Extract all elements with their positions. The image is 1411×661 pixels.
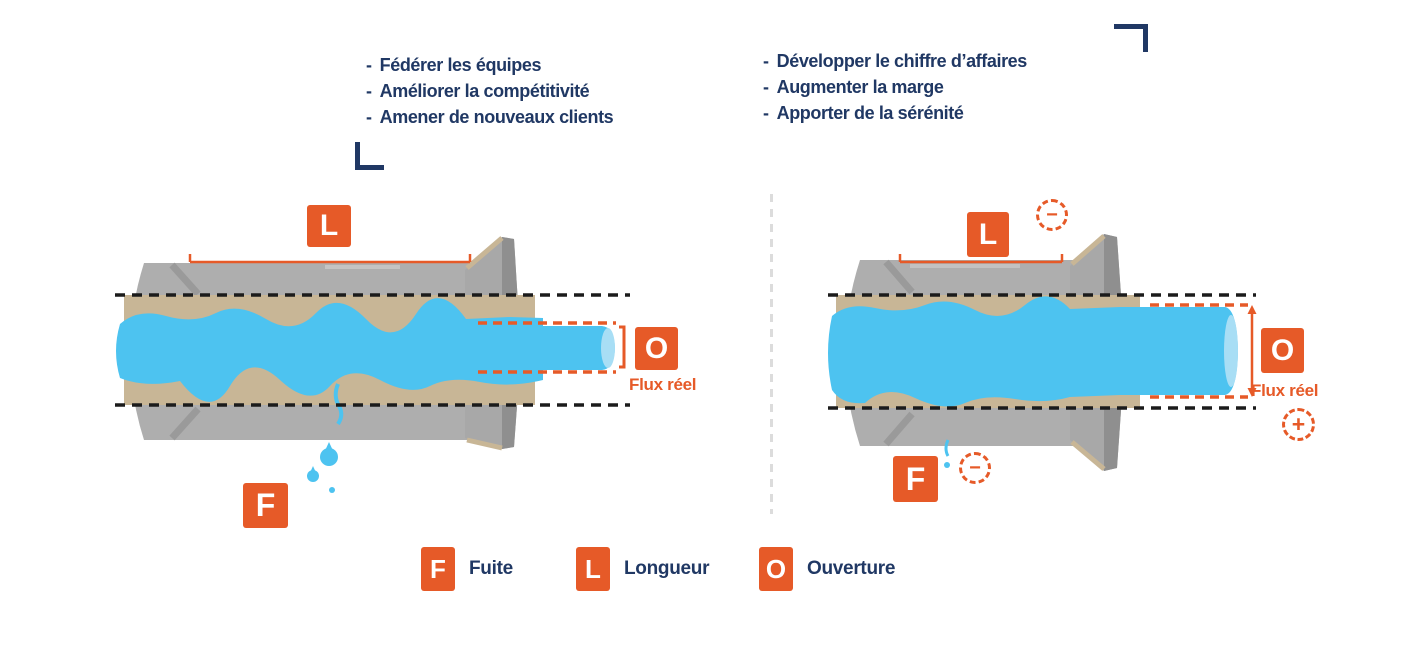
leak-drop xyxy=(320,448,338,466)
leak-drop xyxy=(307,470,319,482)
leak-badge-left: F xyxy=(243,483,288,528)
goal-item: - Fédérer les équipes xyxy=(366,52,613,78)
flux-reel-label-right: Flux réel xyxy=(1251,381,1319,400)
legend-label: Fuite xyxy=(469,558,513,579)
opening-bracket xyxy=(619,325,626,369)
stream-tip xyxy=(1224,315,1238,387)
legend-label: Longueur xyxy=(624,558,710,579)
water-flow xyxy=(828,296,1238,407)
goal-text: Fédérer les équipes xyxy=(379,55,542,75)
goal-item: - Développer le chiffre d’affaires xyxy=(763,48,1027,74)
pipe-collar-bevel xyxy=(883,259,915,295)
bullet-dash: - xyxy=(763,77,769,97)
goal-text: Augmenter la marge xyxy=(776,77,944,97)
bell-edge xyxy=(466,437,503,451)
legend-item-longueur: L Longueur xyxy=(576,547,710,591)
vertical-dashed-divider xyxy=(770,194,773,514)
bullet-dash: - xyxy=(763,51,769,71)
water-flow xyxy=(116,298,615,402)
pipe-collar-bevel xyxy=(169,406,201,441)
opening-badge: O xyxy=(759,547,793,591)
corner-bracket-top-right xyxy=(1114,24,1148,52)
leak-drop xyxy=(944,462,950,468)
flux-reel-label-left: Flux réel xyxy=(629,375,697,394)
minus-icon: − xyxy=(1036,199,1068,231)
minus-icon: − xyxy=(959,452,991,484)
bullet-dash: - xyxy=(366,81,372,101)
leak-drop xyxy=(329,487,335,493)
stream-tip xyxy=(601,328,615,368)
legend-label: Ouverture xyxy=(807,558,896,579)
plus-icon: + xyxy=(1282,408,1315,441)
opening-badge-right: O xyxy=(1261,328,1304,373)
arrowhead-up xyxy=(1247,305,1257,314)
goal-item: - Augmenter la marge xyxy=(763,74,1027,100)
pipe-seam xyxy=(325,265,400,269)
goals-list-left: - Fédérer les équipes - Améliorer la com… xyxy=(366,52,614,130)
goal-text: Développer le chiffre d’affaires xyxy=(776,51,1028,71)
corner-bracket-bottom-left xyxy=(355,142,384,170)
goals-list-right: - Développer le chiffre d’affaires - Aug… xyxy=(763,48,1027,126)
arrowhead-down xyxy=(1247,388,1257,397)
leak-badge: F xyxy=(421,547,455,591)
goal-item: - Apporter de la sérénité xyxy=(763,100,1027,126)
bell-edge xyxy=(1070,440,1106,471)
goal-text: Améliorer la compétitivité xyxy=(379,81,590,101)
pipe-collar-bevel xyxy=(169,262,201,297)
goal-text: Amener de nouveaux clients xyxy=(379,107,614,127)
goal-item: - Amener de nouveaux clients xyxy=(366,104,614,130)
length-badge-left: L xyxy=(307,205,351,247)
opening-badge-left: O xyxy=(635,327,678,370)
pipe-diagram-right xyxy=(828,234,1257,471)
bell-edge xyxy=(465,236,504,270)
pipe-diagram-left xyxy=(115,236,630,493)
pipe-seam xyxy=(910,264,1020,268)
length-badge-right: L xyxy=(967,212,1009,257)
length-badge: L xyxy=(576,547,610,591)
legend-item-ouverture: O Ouverture xyxy=(759,547,895,591)
legend-item-fuite: F Fuite xyxy=(421,547,513,591)
goal-text: Apporter de la sérénité xyxy=(776,103,964,123)
goal-item: - Améliorer la compétitivité xyxy=(366,78,613,104)
bullet-dash: - xyxy=(366,55,372,75)
pipe-collar-bevel xyxy=(883,411,915,447)
leak-trickle xyxy=(944,439,950,457)
bell-edge xyxy=(1070,234,1106,266)
bullet-dash: - xyxy=(763,103,769,123)
bullet-dash: - xyxy=(366,107,372,127)
leak-badge-right: F xyxy=(893,456,938,502)
